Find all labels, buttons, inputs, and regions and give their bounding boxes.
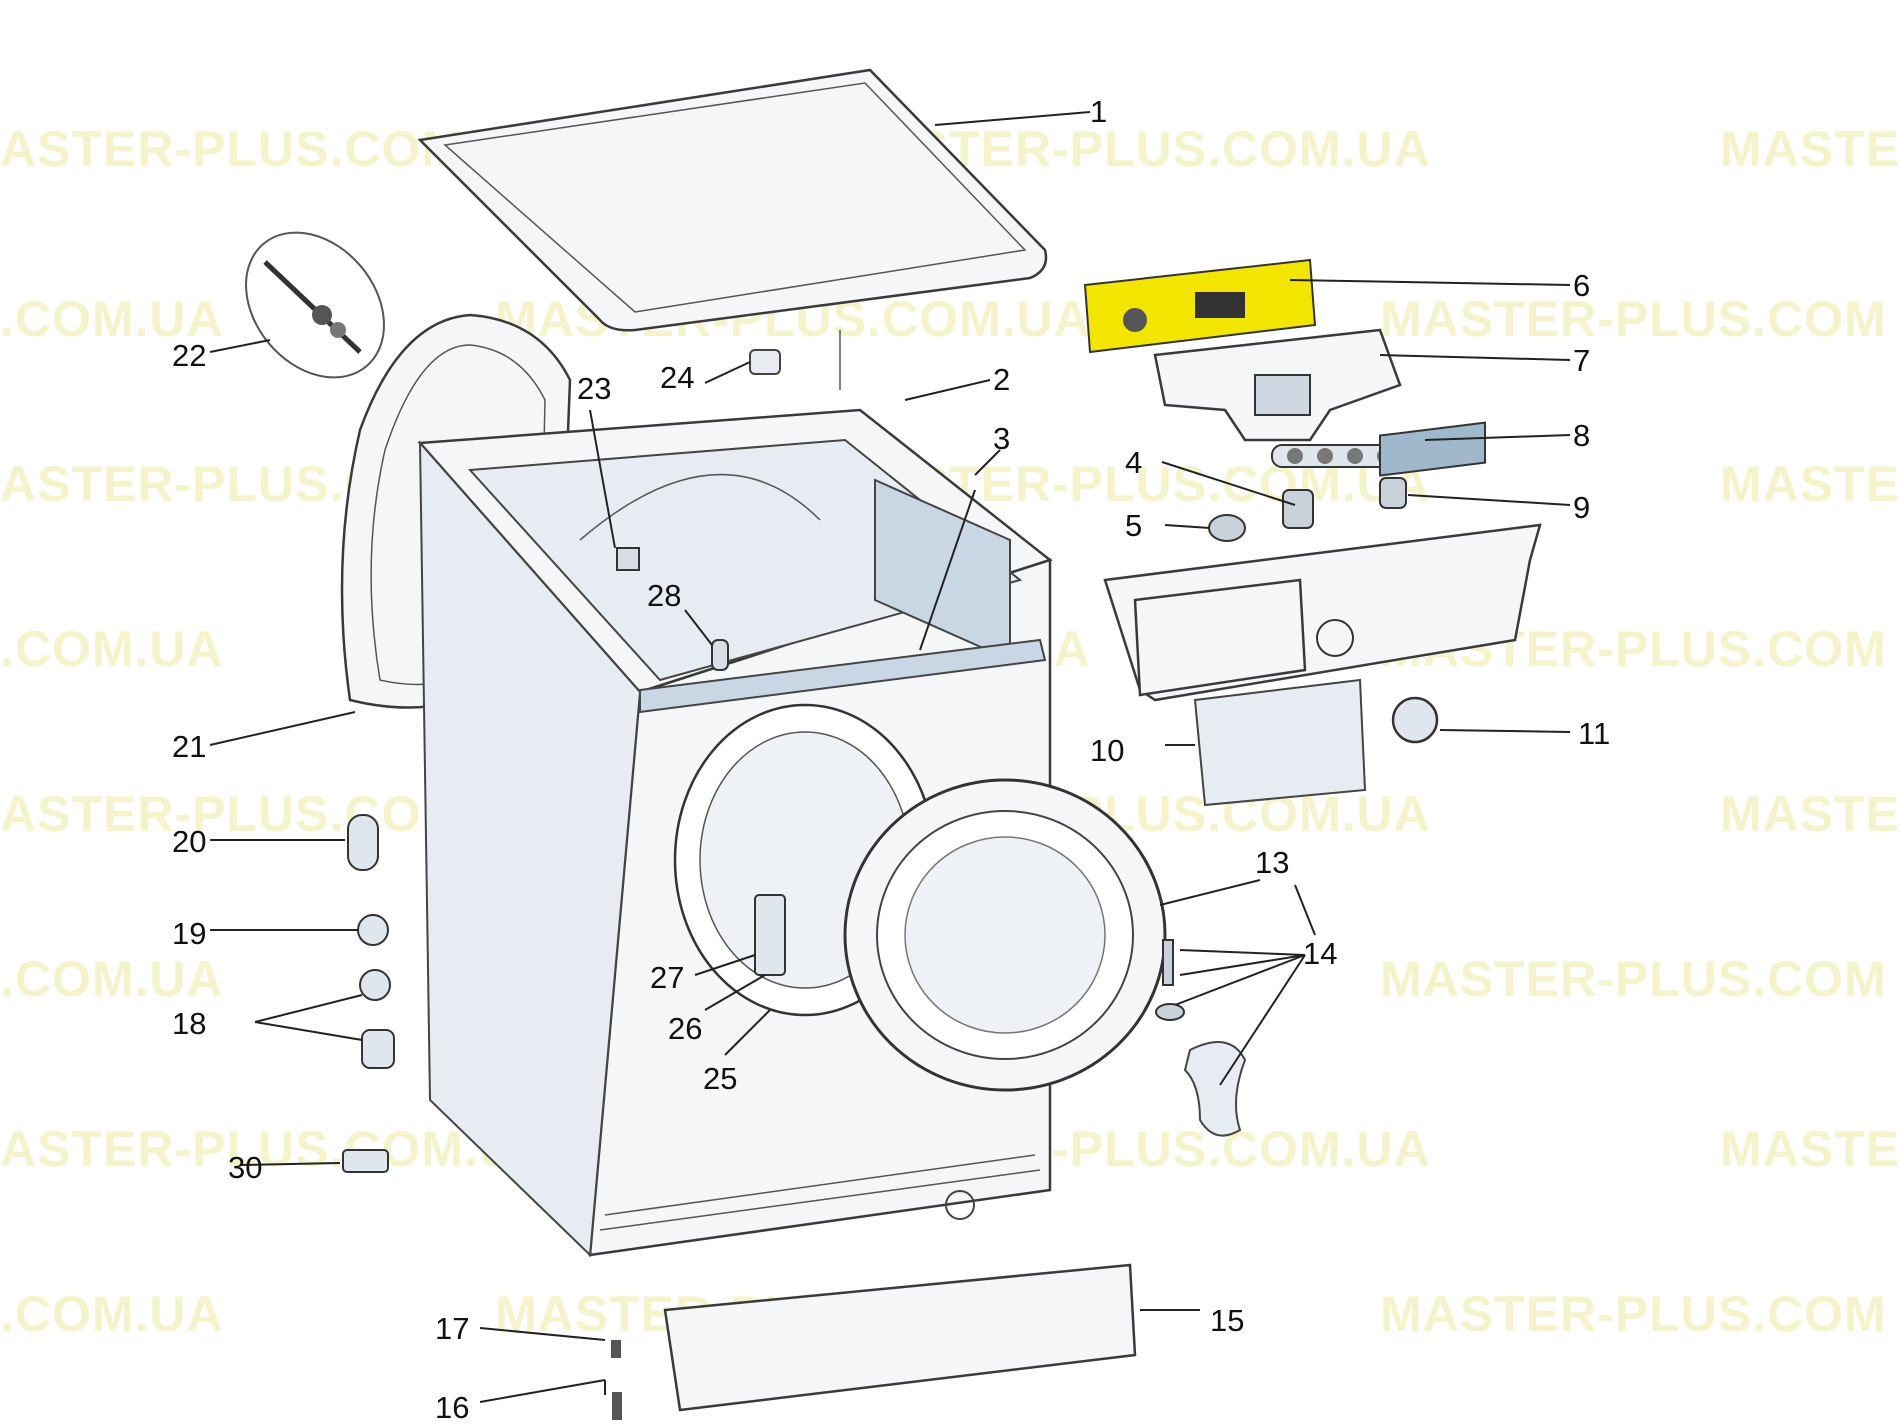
callout-1: 1 — [1090, 94, 1108, 129]
callout-30: 30 — [228, 1150, 263, 1185]
inner-panel-part — [639, 478, 1047, 714]
lamp-part — [1208, 514, 1246, 542]
door-part — [843, 778, 1167, 1092]
door-lock-part — [754, 894, 786, 976]
handle-parts — [1155, 939, 1247, 1137]
selector-part — [1379, 477, 1407, 509]
callout-19: 19 — [172, 916, 207, 951]
top-lid-part — [417, 68, 1048, 332]
callout-22: 22 — [172, 338, 207, 373]
callout-5: 5 — [1125, 508, 1143, 543]
callout-13: 13 — [1255, 845, 1290, 880]
screw-part — [611, 1340, 621, 1358]
callout-9: 9 — [1573, 490, 1591, 525]
callout-10: 10 — [1090, 733, 1125, 768]
hinge-parts — [359, 969, 395, 1069]
bolt-part — [612, 1392, 622, 1420]
callout-26: 26 — [668, 1011, 703, 1046]
callout-16: 16 — [435, 1390, 470, 1425]
latch-part — [616, 547, 640, 571]
filter-cap-part — [347, 814, 379, 871]
callout-27: 27 — [650, 960, 685, 995]
callout-24: 24 — [660, 360, 695, 395]
switch-part — [1282, 489, 1314, 529]
clip-part — [711, 639, 729, 671]
callout-18: 18 — [172, 1006, 207, 1041]
callout-11: 11 — [1578, 716, 1611, 751]
callout-17: 17 — [435, 1311, 470, 1346]
callout-15: 15 — [1210, 1303, 1245, 1338]
leader-lines — [209, 111, 1571, 1403]
callout-8: 8 — [1573, 418, 1591, 453]
callout-6: 6 — [1573, 268, 1591, 303]
nut-part — [357, 914, 389, 946]
program-knob-part — [1391, 696, 1439, 744]
kickplate-part — [663, 1263, 1137, 1412]
callout-20: 20 — [172, 824, 207, 859]
callout-4: 4 — [1125, 445, 1143, 480]
clamp-part — [749, 330, 841, 390]
detergent-drawer-part — [1133, 578, 1367, 807]
hinge-pin-part — [245, 231, 385, 379]
callout-14: 14 — [1303, 936, 1338, 971]
callout-2: 2 — [993, 362, 1011, 397]
callout-7: 7 — [1573, 343, 1591, 378]
callout-3: 3 — [993, 421, 1011, 456]
callout-21: 21 — [172, 729, 207, 764]
control-frame-part — [1153, 328, 1402, 442]
callout-25: 25 — [703, 1061, 738, 1096]
callout-28: 28 — [647, 578, 682, 613]
callout-23: 23 — [577, 371, 612, 406]
bracket-part — [342, 1149, 389, 1173]
control-board-part — [1083, 258, 1317, 354]
